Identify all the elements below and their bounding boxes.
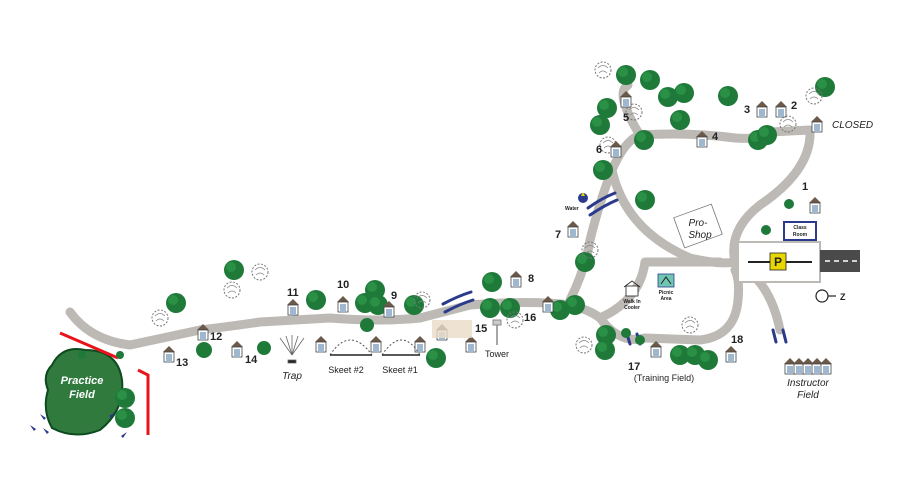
picnic-area-label-1: Picnic <box>659 290 674 296</box>
station-16-label: 16 <box>524 312 536 324</box>
skeet-1-label: Skeet #1 <box>382 365 418 375</box>
practice-field-label-2: Field <box>69 389 95 401</box>
station-6-label: 6 <box>596 144 602 156</box>
closed-label: CLOSED <box>832 120 873 131</box>
station-5-label: 5 <box>623 112 629 124</box>
practice-field-label-1: Practice <box>61 375 104 387</box>
station-14-label: 14 <box>245 354 258 366</box>
station-7-label: 7 <box>555 229 561 241</box>
station-4-label: 4 <box>712 131 719 143</box>
station-9-label: 9 <box>391 290 397 302</box>
trees <box>78 61 835 428</box>
station-12-label: 12 <box>210 331 222 343</box>
station-15-label: 15 <box>475 323 487 335</box>
station-8-label: 8 <box>528 273 534 285</box>
parking-lot: P <box>737 241 860 283</box>
bridges <box>441 191 788 346</box>
station-11-label: 11 <box>287 287 299 299</box>
parking-label: P <box>774 255 782 269</box>
trap-label: Trap <box>282 371 302 382</box>
training-field-label: (Training Field) <box>634 373 694 383</box>
tower-label: Tower <box>485 349 509 359</box>
fence-right <box>137 368 150 435</box>
skeet-fields <box>329 339 421 356</box>
water-label: Water <box>565 206 579 212</box>
instructor-field-label-2: Field <box>797 390 819 401</box>
instructor-field-label-1: Instructor <box>787 378 829 389</box>
station-numbers: 1 2 3 4 5 6 7 8 9 10 11 12 13 14 15 16 1… <box>176 100 808 373</box>
station-10-label: 10 <box>337 279 349 291</box>
north-label: Z <box>840 292 846 302</box>
class-room-label-2: Room <box>793 232 808 238</box>
tower-icon <box>492 319 502 345</box>
station-15-area <box>432 320 472 338</box>
pro-shop-label-1: Pro- <box>689 218 709 229</box>
station-17-label: 17 <box>628 361 640 373</box>
fence-top <box>59 331 119 360</box>
picnic-area-icon <box>657 273 675 288</box>
skeet-2-label: Skeet #2 <box>328 365 364 375</box>
station-3-label: 3 <box>744 104 750 116</box>
station-2-label: 2 <box>791 100 797 112</box>
station-13-label: 13 <box>176 357 188 369</box>
pro-shop-building <box>673 203 723 249</box>
water-icon <box>578 192 588 203</box>
pro-shop-label-2: Shop <box>688 230 712 241</box>
trap-field <box>279 335 305 364</box>
north-arrow <box>815 289 836 303</box>
picnic-area-label-2: Area <box>660 296 671 302</box>
class-room-box <box>783 221 817 241</box>
walk-in-cooler-label-1: Walk In <box>623 299 640 305</box>
class-room-label-1: Class <box>793 225 807 231</box>
practice-field: Practice Field <box>44 348 124 436</box>
walk-in-cooler-label-2: Cooler <box>624 305 640 311</box>
walk-in-cooler-icon <box>623 280 641 297</box>
station-18-label: 18 <box>731 334 743 346</box>
station-1-label: 1 <box>802 181 808 193</box>
